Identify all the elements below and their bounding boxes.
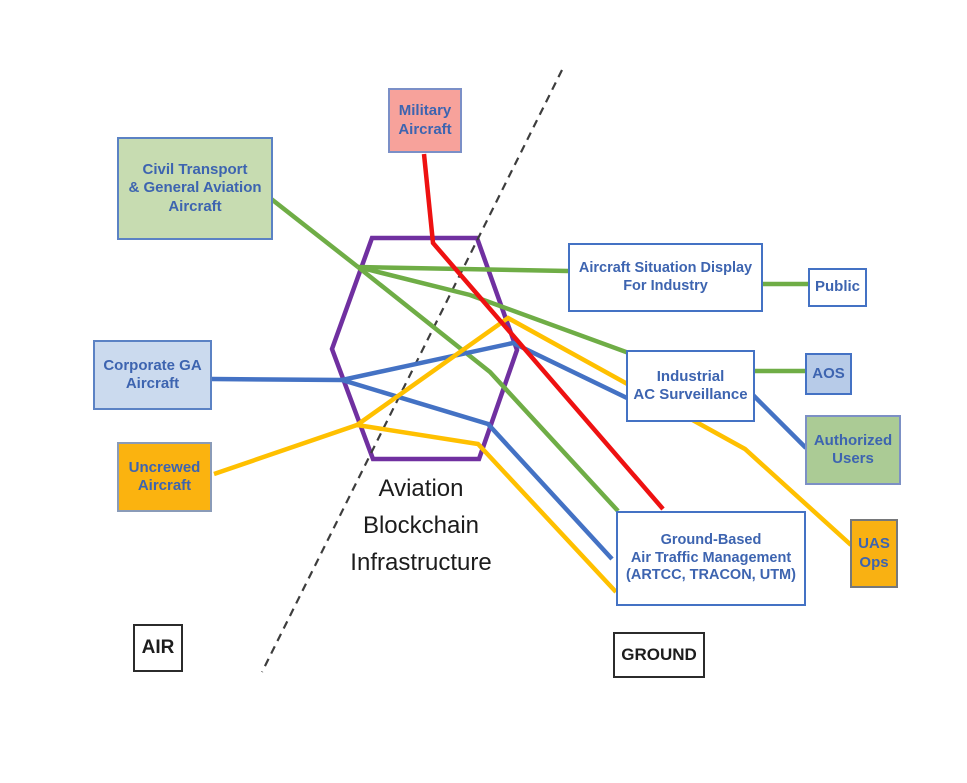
hub-label: Aviation Blockchain Infrastructure xyxy=(326,470,516,582)
node-label: Uncrewed xyxy=(128,458,201,476)
node-label: Aircraft xyxy=(137,477,192,494)
edge-civil-asd xyxy=(357,264,569,274)
node-aos: AOS xyxy=(805,353,852,395)
node-label: Authorized xyxy=(813,431,893,449)
edge-corporate-industrial xyxy=(341,340,628,401)
node-civil-transport-ga-aircraft: Civil Transport & General Aviation Aircr… xyxy=(117,137,273,240)
zone-label-ground: GROUND xyxy=(613,632,705,678)
zone-label-text: AIR xyxy=(141,637,175,658)
node-label: Aircraft xyxy=(168,197,222,215)
edge-uncrewed-atm xyxy=(356,422,618,594)
node-label: Ops xyxy=(859,553,889,571)
hub-label-line: Aviation xyxy=(378,475,464,502)
hub-label-line: Blockchain xyxy=(362,512,480,540)
node-label: & General Aviation xyxy=(128,179,262,197)
edge-civil-stem xyxy=(268,196,360,269)
zone-label-text: GROUND xyxy=(621,645,697,664)
node-corporate-ga-aircraft: Corporate GA Aircraft xyxy=(93,340,212,410)
node-label: For Industry xyxy=(623,277,708,294)
node-uncrewed-aircraft: Uncrewed Aircraft xyxy=(117,442,212,512)
node-label: Aircraft Situation Display xyxy=(578,259,753,276)
node-label: Corporate GA xyxy=(103,356,202,374)
zone-label-air: AIR xyxy=(133,624,183,672)
node-label: Public xyxy=(814,278,860,296)
hub-label-line: Infrastructure xyxy=(350,549,492,577)
node-label: Military xyxy=(398,102,452,120)
edge-military-atm xyxy=(421,153,665,511)
node-authorized-users: Authorized Users xyxy=(805,415,901,485)
node-label: Aircraft xyxy=(398,120,452,138)
edge-civil-atm xyxy=(356,265,620,513)
node-label: Users xyxy=(832,450,874,467)
node-public: Public xyxy=(808,268,867,307)
node-aircraft-situation-display: Aircraft Situation Display For Industry xyxy=(568,243,763,312)
edge-uncrewed-stem xyxy=(213,422,358,477)
node-label: UAS xyxy=(858,535,890,553)
edge-civil-industrial xyxy=(357,264,638,359)
node-label: AOS xyxy=(812,364,845,382)
node-label: AC Surveillance xyxy=(633,386,748,403)
air-ground-divider xyxy=(261,69,563,673)
node-label: Air Traffic Management xyxy=(630,549,792,566)
node-military-aircraft: Military Aircraft xyxy=(388,88,462,153)
edge-corporate-atm xyxy=(341,377,614,561)
edge-corporate-stem xyxy=(211,376,343,383)
node-label: Aircraft xyxy=(125,375,180,392)
node-label: Civil Transport xyxy=(142,161,248,179)
node-industrial-ac-surveillance: Industrial AC Surveillance xyxy=(626,350,755,422)
node-label: Industrial xyxy=(656,367,725,385)
node-label: Ground-Based xyxy=(660,531,762,548)
edge-industrial-authorized xyxy=(751,393,808,450)
node-ground-based-atm: Ground-Based Air Traffic Management (ART… xyxy=(616,511,806,606)
node-label: (ARTCC, TRACON, UTM) xyxy=(626,567,796,584)
node-uas-ops: UAS Ops xyxy=(850,519,898,588)
hexagon-shape xyxy=(329,235,520,462)
